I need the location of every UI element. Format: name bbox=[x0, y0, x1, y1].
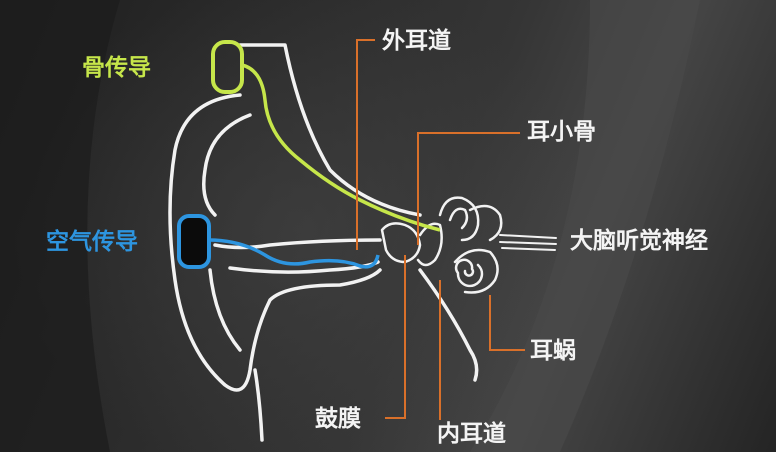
background-band bbox=[470, 0, 700, 452]
air-conduction-device bbox=[177, 214, 211, 269]
head-outline bbox=[238, 43, 422, 217]
air-conduction-path bbox=[208, 238, 380, 269]
semicircular-canals bbox=[438, 196, 503, 242]
ear-inner-fold bbox=[202, 113, 252, 352]
leader-ossicles bbox=[417, 132, 520, 245]
head-shadow bbox=[0, 0, 120, 452]
label-bone-conduction: 骨传导 bbox=[82, 55, 151, 81]
leader-cochlea bbox=[489, 295, 525, 351]
label-inner-ear-canal: 内耳道 bbox=[437, 421, 506, 447]
label-air-conduction: 空气传导 bbox=[46, 229, 138, 255]
auditory-nerve bbox=[499, 234, 557, 251]
cochlea-spiral bbox=[453, 248, 499, 294]
leader-outer-ear-canal bbox=[356, 39, 375, 250]
neck-line bbox=[253, 268, 479, 442]
label-ossicles: 耳小骨 bbox=[527, 119, 596, 145]
label-outer-ear-canal: 外耳道 bbox=[382, 28, 451, 54]
bone-conduction-device bbox=[211, 40, 244, 94]
label-cochlea: 耳蜗 bbox=[530, 338, 576, 364]
leader-eardrum bbox=[385, 255, 406, 419]
label-eardrum: 鼓膜 bbox=[315, 406, 361, 432]
bone-conduction-path bbox=[241, 63, 441, 232]
ossicles bbox=[380, 222, 443, 267]
label-auditory-nerve: 大脑听觉神经 bbox=[570, 228, 708, 254]
ear-canal-top bbox=[213, 238, 382, 250]
ear-outer-helix bbox=[168, 93, 382, 392]
